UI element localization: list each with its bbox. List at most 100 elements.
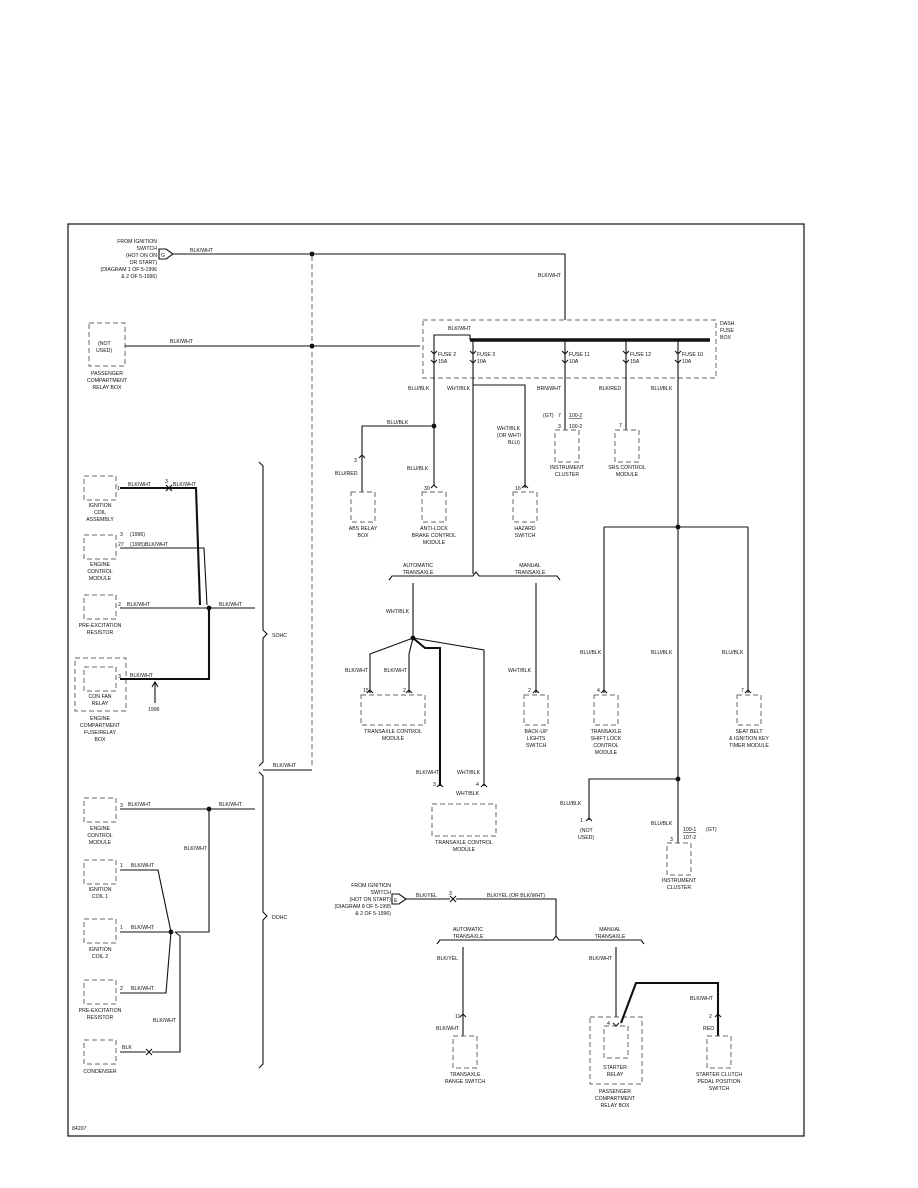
- ign-top-pin: G: [161, 253, 165, 259]
- seatbelt-outline: [736, 694, 762, 726]
- wire-dohc-coil1: [120, 869, 172, 933]
- fuse-2-rating: 15A: [438, 359, 448, 365]
- dash-fuse-box-label-1: DASH: [720, 321, 735, 327]
- wire-ign-top-main: [173, 253, 566, 346]
- section-dohc: DOHC: [272, 915, 288, 921]
- wire-label-not-used: BLU/BLK: [560, 801, 582, 807]
- starter-relay-outline: [603, 1025, 629, 1059]
- inst-top-code-a: 100-2: [569, 413, 582, 419]
- manual-label-1: MANUAL: [519, 563, 541, 569]
- dohc-ecm-name-2: CONTROL: [87, 833, 112, 839]
- cluster-outline: [666, 842, 692, 876]
- dohc-preex-name-2: RESISTOR: [87, 1015, 114, 1021]
- starter-container-1: PASSENGER: [599, 1089, 631, 1095]
- ign-top-line-2: SWITCH: [137, 246, 158, 252]
- backup-lights-switch: BACK-UP LIGHTS SWITCH: [523, 694, 549, 749]
- fuse-3-name: FUSE 3: [477, 352, 495, 358]
- sohc-ecm-name-2: CONTROL: [87, 569, 112, 575]
- brace-dohc: [258, 771, 268, 1069]
- dohc-engine-control-module: 3 ENGINE CONTROL MODULE: [83, 797, 123, 846]
- tcm2-name-1: TRANSAXLE CONTROL: [435, 840, 493, 846]
- wire-label-sohc-preex: BLK/WHT: [127, 602, 151, 608]
- abs-connector: [358, 454, 366, 459]
- figure-id: 84207: [72, 1126, 87, 1132]
- fuse-12-rating: 15A: [630, 359, 640, 365]
- sohc-engine-compartment-box: 3 CON FAN RELAY ENGINE COMPARTMENT FUSE/…: [74, 657, 127, 743]
- cluster-name-1: INSTRUMENT: [662, 878, 697, 884]
- fuse-12: FUSE 12 15A: [622, 340, 651, 380]
- transaxle-control-module-2: TRANSAXLE CONTROL MODULE: [431, 803, 497, 853]
- sohc-preex-outline: [83, 594, 117, 620]
- sohc-ecfb-name-1: ENGINE: [90, 716, 110, 722]
- manual-bot-label-2: TRANSAXLE: [595, 934, 626, 940]
- inst-top-pin: 3: [558, 424, 561, 430]
- transaxle-control-module-1: TRANSAXLE CONTROL MODULE: [360, 694, 426, 742]
- sohc-ignition-coil-assembly: 1 IGNITION COIL ASSEMBLY: [83, 475, 120, 523]
- ign-bot-conn-pin: 3: [449, 891, 452, 897]
- tcm1-name-1: TRANSAXLE CONTROL: [364, 729, 422, 735]
- range-name-1: TRANSAXLE: [450, 1072, 481, 1078]
- fuse-10-symbol: [674, 350, 682, 364]
- transaxle-range-switch: TRANSAXLE RANGE SWITCH: [445, 1035, 485, 1085]
- sohc-cfr-name-2: RELAY: [92, 701, 109, 707]
- dash-fuse-box-outline: [422, 319, 717, 379]
- dohc-coil1-name-1: IGNITION: [88, 887, 111, 893]
- sohc-ecfb-name-2: COMPARTMENT: [80, 723, 121, 729]
- dohc-ignition-coil-2: 1 IGNITION COIL 2: [83, 918, 123, 960]
- antilock-name-3: MODULE: [423, 540, 446, 546]
- sohc-ecm-outline: [83, 534, 117, 560]
- sohc-ecm-pin-a: 3: [120, 532, 123, 538]
- wire-sohc-cfr: [120, 608, 211, 681]
- abs-pin: 3: [354, 458, 357, 464]
- shift-lock-name-2: SHIFT LOCK: [591, 736, 622, 742]
- backup-name-3: SWITCH: [526, 743, 547, 749]
- wire-label-abs: BLU/RED: [335, 471, 358, 477]
- fuse-2-name: FUSE 2: [438, 352, 456, 358]
- antilock-connector: [430, 484, 438, 489]
- shift-lock-outline: [593, 694, 619, 726]
- starter-container-2: COMPARTMENT: [595, 1096, 636, 1102]
- dohc-ecm-outline: [83, 797, 117, 823]
- wire-label-ign-bot-b: BLK/YEL (OR BLK/WHT): [487, 893, 545, 899]
- wire-label-fuse2-bus: BLU/BLK: [387, 420, 409, 426]
- dohc-preex-pin: 2: [120, 986, 123, 992]
- dohc-ecm-name-3: MODULE: [89, 840, 112, 846]
- sohc-ecm-pin-b: 27: [118, 542, 124, 548]
- wire-sohc-ecm: [120, 547, 208, 606]
- inst-top-name-1: INSTRUMENT: [550, 465, 585, 471]
- dohc-ignition-coil-1: 1 IGNITION COIL 1: [83, 859, 123, 900]
- diagram-frame: [67, 223, 805, 1137]
- fuse-2: FUSE 2 15A: [430, 346, 456, 380]
- srs-name-2: MODULE: [616, 472, 639, 478]
- antilock-name-1: ANTI-LOCK: [420, 526, 448, 532]
- seatbelt-name-3: TIMER MODULE: [729, 743, 769, 749]
- auto-label-2: TRANSAXLE: [403, 570, 434, 576]
- wire-label-antilock: BLU/BLK: [407, 466, 429, 472]
- wire-label-dohc-cond: BLK: [122, 1045, 132, 1051]
- wire-tcm2-d: [412, 637, 485, 786]
- sohc-ecm-name-3: MODULE: [89, 576, 112, 582]
- relay-box-top-outline: [88, 322, 126, 367]
- inst-top-name-2: CLUSTER: [555, 472, 579, 478]
- sohc-coil-name-3: ASSEMBLY: [86, 517, 114, 523]
- relay-box-top-label-3: RELAY BOX: [93, 385, 122, 391]
- wire-tcm2-c: [412, 637, 442, 786]
- clutch-name-3: SWITCH: [709, 1086, 730, 1092]
- relay-box-top-inner-1: (NOT: [98, 341, 112, 347]
- transaxle-brace-bottom: [436, 935, 645, 945]
- sohc-coil-pin: 1: [117, 486, 120, 492]
- tcm1-connector-b: [405, 689, 413, 694]
- fuse-10-name: FUSE 10: [682, 352, 703, 358]
- sohc-preex-pin: 2: [118, 602, 121, 608]
- hazard-wire-1: WHT/BLK: [497, 426, 521, 432]
- relay-box-top-inner-2: USED): [96, 348, 112, 354]
- ign-bot-connector: [391, 893, 407, 905]
- dohc-ecm-name-1: ENGINE: [90, 826, 110, 832]
- sohc-coil-outline: [83, 475, 117, 501]
- wire-label-shift-lock: BLU/BLK: [580, 650, 602, 656]
- wire-label-fuse-3: WHT/BLK: [447, 386, 471, 392]
- wire-label-sohc-coil-conn: BLK/WHT: [173, 482, 197, 488]
- antilock-outline: [421, 491, 447, 523]
- seatbelt-name-1: SEAT BELT: [735, 729, 763, 735]
